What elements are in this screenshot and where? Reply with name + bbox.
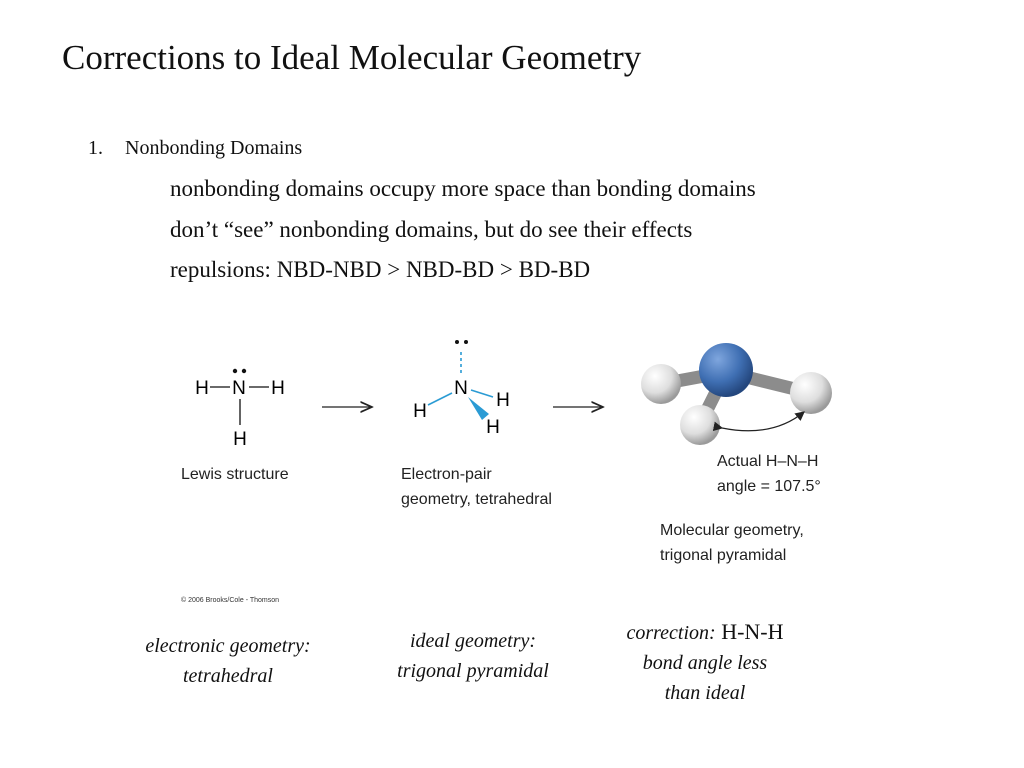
tetrahedral-structure: N H H H <box>413 340 510 438</box>
lone-pair-dot <box>464 340 468 344</box>
note-2-line-2: trigonal pyramidal <box>397 660 549 682</box>
note-1-line-2: tetrahedral <box>183 665 273 687</box>
note-2-line-1: ideal geometry: <box>409 630 537 652</box>
tetra-nitrogen-label: N <box>454 378 468 399</box>
angle-label-line-1: Actual H–N–H <box>717 453 819 470</box>
ball-and-stick-model <box>641 343 832 445</box>
note-ideal-geometry: ideal geometry: trigonal pyramidal <box>373 626 573 686</box>
list-number: 1. <box>88 137 103 159</box>
note-electronic-geometry: electronic geometry: tetrahedral <box>128 631 328 691</box>
tetra-bond-left <box>427 392 453 406</box>
note-3-line-1: correction: H-N-H <box>605 617 805 648</box>
hydrogen-atom-bottom <box>680 405 720 445</box>
lewis-caption: Lewis structure <box>181 466 289 483</box>
nitrogen-atom <box>699 343 753 397</box>
lone-pair-dot <box>232 368 238 374</box>
note-correction: correction: H-N-H bond angle less than i… <box>605 617 805 708</box>
bond-angle-arrow <box>712 411 805 432</box>
hydrogen-atom-left <box>641 364 681 404</box>
bullet-point-2: don’t “see” nonbonding domains, but do s… <box>170 217 693 242</box>
tetra-wedge-bond <box>468 397 489 420</box>
hydrogen-atom-right <box>790 372 832 414</box>
lone-pair-dot <box>455 340 459 344</box>
note-3-hnh-label: H-N-H <box>715 619 784 644</box>
lewis-hydrogen-bottom-label: H <box>233 429 247 450</box>
tetra-hydrogen-left-label: H <box>413 401 427 422</box>
note-3-correction-label: correction: <box>626 622 716 644</box>
tetrahedral-caption-line-1: Electron-pair <box>401 466 492 483</box>
slide-title: Corrections to Ideal Molecular Geometry <box>62 38 642 77</box>
pyramidal-caption-line-2: trigonal pyramidal <box>660 547 787 564</box>
lewis-structure: N H H H <box>195 368 285 450</box>
lewis-hydrogen-right-label: H <box>271 378 285 399</box>
copyright-credit: © 2006 Brooks/Cole - Thomson <box>181 597 280 604</box>
angle-label-line-2: angle = 107.5° <box>717 478 821 495</box>
note-1-line-1: electronic geometry: <box>145 635 311 657</box>
pyramidal-caption: Molecular geometry, trigonal pyramidal <box>660 518 804 568</box>
bullet-point-1: nonbonding domains occupy more space tha… <box>170 176 756 201</box>
note-3-line-3: than ideal <box>664 682 746 704</box>
tetrahedral-caption: Electron-pair geometry, tetrahedral <box>401 462 552 512</box>
tetra-bond-right <box>470 389 494 398</box>
list-heading: Nonbonding Domains <box>125 137 303 159</box>
bullet-point-3: repulsions: NBD-NBD > NBD-BD > BD-BD <box>170 257 591 282</box>
pyramidal-caption-line-1: Molecular geometry, <box>660 522 804 539</box>
angle-label: Actual H–N–H angle = 107.5° <box>717 449 821 499</box>
note-3-line-2: bond angle less <box>642 652 768 674</box>
tetra-hydrogen-right-label: H <box>496 390 510 411</box>
tetrahedral-caption-line-2: geometry, tetrahedral <box>401 491 552 508</box>
tetra-hydrogen-bottom-label: H <box>486 417 500 438</box>
lewis-nitrogen-label: N <box>232 378 246 399</box>
lone-pair-dot <box>241 368 247 374</box>
lewis-hydrogen-left-label: H <box>195 378 209 399</box>
